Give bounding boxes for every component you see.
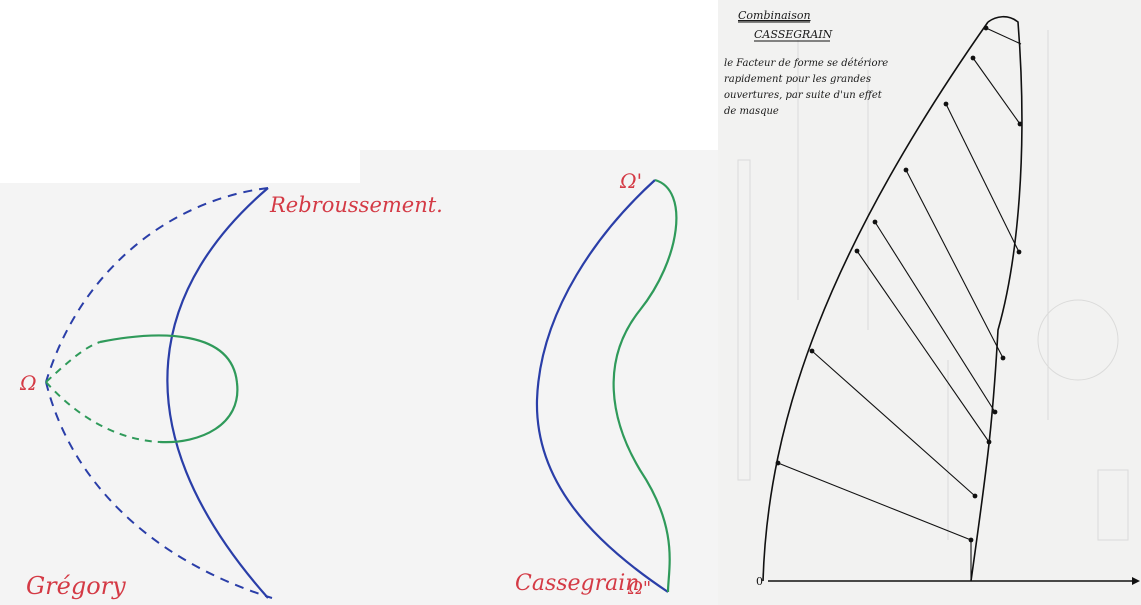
secondary-mirror-curve (970, 15, 1023, 582)
cassegrain-construction-scan: 0 (718, 0, 1141, 605)
label-omega-double-prime: Ω" (627, 578, 651, 599)
gregory-dashed-lower-curve (45, 381, 273, 599)
note-line-3: ouvertures, par suite d'un effet (724, 90, 883, 101)
show-through-marks (737, 30, 1129, 541)
label-gregory: Grégory (26, 572, 126, 600)
x-axis-arrow-icon (1132, 577, 1140, 585)
gregory-dashed-upper-curve (45, 187, 269, 383)
label-omega-prime: Ω' (619, 169, 642, 193)
construction-rays (777, 27, 1022, 581)
note-line-1: le Facteur de forme se détériore (724, 58, 888, 69)
gregory-cassegrain-sketch: Rebroussement. Ω Grégory Ω' Cassegrain Ω… (0, 150, 718, 605)
label-rebroussement: Rebroussement. (269, 193, 443, 217)
note-line-4: de masque (724, 106, 779, 117)
label-omega: Ω (19, 371, 37, 395)
gregory-solid-curve (166, 187, 269, 599)
title-line-combinaison: Combinaison (738, 9, 811, 22)
note-line-2: rapidement pour les grandes (724, 74, 871, 85)
cassegrain-blue-curve (535, 179, 669, 593)
gregory-green-loop-solid (99, 334, 239, 444)
gregory-green-loop-dashed (45, 341, 161, 443)
construction-points (775, 25, 1023, 543)
sketch-paper (0, 183, 360, 605)
label-cassegrain: Cassegrain (515, 571, 639, 596)
origin-label: 0 (756, 575, 763, 588)
title-line-cassegrain: CASSEGRAIN (754, 28, 833, 41)
cassegrain-green-curve (612, 178, 678, 593)
primary-mirror-curve (762, 21, 989, 582)
